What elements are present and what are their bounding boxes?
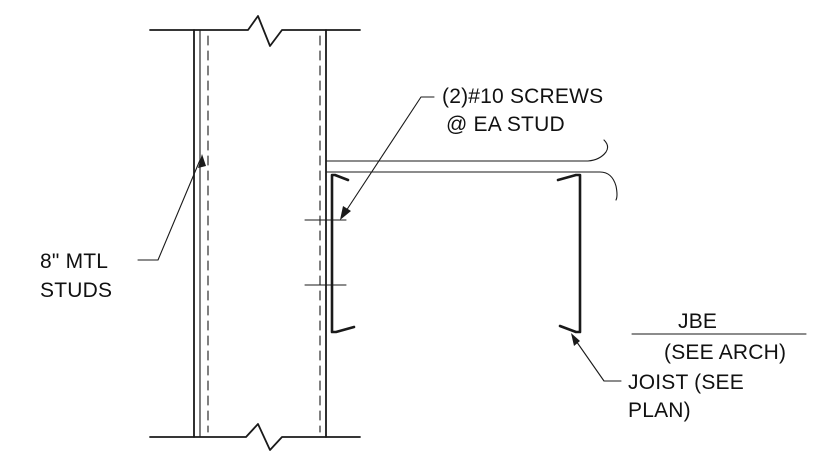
screws-label-line2: @ EA STUD: [446, 113, 565, 136]
jbe-see-arch-label: (SEE ARCH): [664, 341, 786, 364]
studs-label-line1: 8" MTL: [40, 250, 108, 273]
joist-label-line2: PLAN): [628, 399, 691, 422]
joist-section: [556, 173, 582, 334]
deck-line: [325, 139, 609, 162]
wall-bottom-break-line: [149, 423, 361, 451]
jbe-label: JBE: [678, 310, 717, 333]
studs-leader: [137, 159, 201, 261]
studs-label-line2: STUDS: [40, 279, 112, 302]
screws-leader: [343, 96, 435, 215]
wall-top-break-line: [149, 15, 361, 47]
deck-line-lower: [325, 171, 618, 201]
joist-leader: [573, 337, 622, 382]
studs-leader-arrow: [198, 154, 206, 168]
rim-track: [330, 173, 356, 334]
joist-label-line1: JOIST (SEE: [628, 371, 744, 394]
screws-leader-arrow: [340, 206, 351, 220]
joist-leader-arrow: [571, 333, 580, 346]
screws-label-line1: (2)#10 SCREWS: [442, 85, 603, 108]
